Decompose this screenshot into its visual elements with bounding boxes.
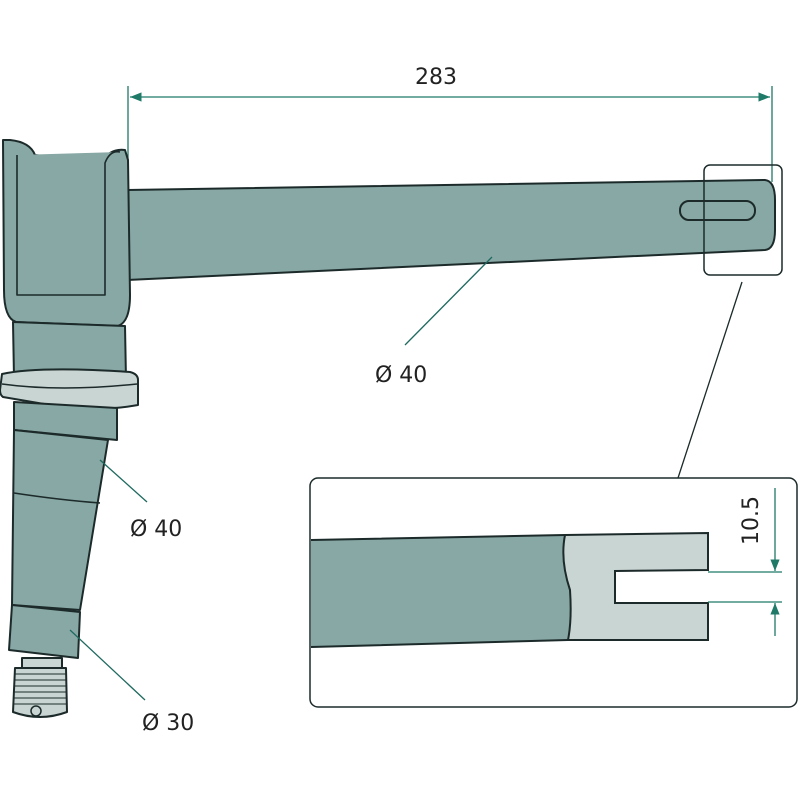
cotter-pin-hole [30, 705, 42, 717]
spindle-lower-diameter-label: Ø 30 [142, 711, 194, 736]
spindle-upper-diameter-label: Ø 40 [130, 517, 182, 542]
arm-keyway-slot [679, 200, 756, 221]
spindle-collar [13, 401, 118, 441]
slot-detail-view: 10.5 [309, 477, 798, 708]
slot-width-label: 10.5 [739, 496, 764, 545]
horizontal-arm [125, 179, 776, 281]
arm-diameter-label: Ø 40 [375, 363, 427, 388]
length-dimension [127, 86, 773, 192]
washer [0, 368, 139, 410]
fork-opening [16, 150, 121, 296]
detail-marker-frame [703, 164, 783, 276]
thread-neck [21, 657, 63, 669]
spindle-taper [11, 429, 109, 611]
length-label: 283 [415, 65, 457, 90]
spindle-journal [8, 604, 81, 659]
